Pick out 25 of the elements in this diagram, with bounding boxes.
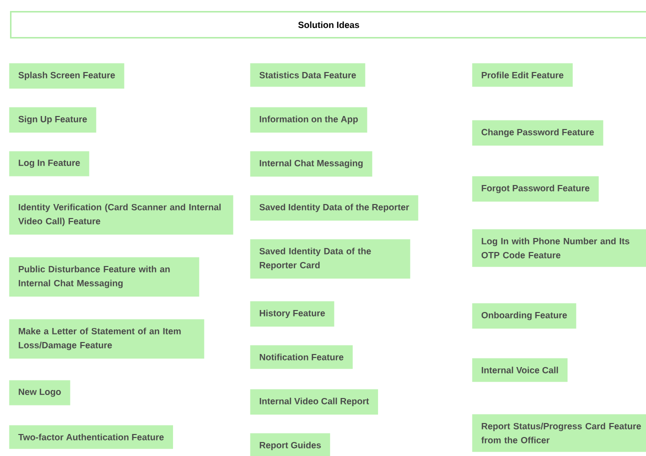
feature-box: Notification Feature — [250, 345, 353, 369]
feature-box: Internal Chat Messaging — [250, 151, 372, 177]
feature-box: Saved Identity Data of the Reporter Card — [250, 239, 410, 279]
feature-box: Sign Up Feature — [9, 107, 96, 133]
feature-box: Public Disturbance Feature with an Internal Chat Messaging — [9, 257, 200, 297]
feature-box: Two-factor Authentication Feature — [9, 425, 174, 449]
feature-box: Report Status/Progress Card Feature from the Officer — [472, 414, 646, 452]
feature-box: Change Password Feature — [472, 120, 604, 146]
feature-box: Log In Feature — [9, 151, 90, 176]
feature-box: Onboarding Feature — [472, 303, 576, 329]
feature-box: Internal Voice Call — [472, 358, 568, 382]
feature-box: Saved Identity Data of the Reporter — [250, 195, 418, 221]
feature-box: New Logo — [9, 380, 70, 406]
title-box: Solution Ideas — [10, 11, 646, 38]
feature-box: Internal Video Call Report — [250, 389, 378, 415]
feature-box: Log In with Phone Number and Its OTP Code Feature — [472, 229, 646, 267]
feature-box: Report Guides — [250, 433, 330, 456]
feature-box: Profile Edit Feature — [472, 63, 573, 87]
feature-box: Statistics Data Feature — [250, 63, 366, 87]
feature-box: Identity Verification (Card Scanner and Internal Video Call) Feature — [9, 195, 234, 235]
feature-box: History Feature — [250, 301, 334, 327]
feature-box: Splash Screen Feature — [9, 63, 124, 89]
feature-box: Information on the App — [250, 107, 368, 133]
feature-box: Forgot Password Feature — [472, 176, 599, 202]
feature-box: Make a Letter of Statement of an Item Loss/Damage Feature — [9, 319, 204, 359]
